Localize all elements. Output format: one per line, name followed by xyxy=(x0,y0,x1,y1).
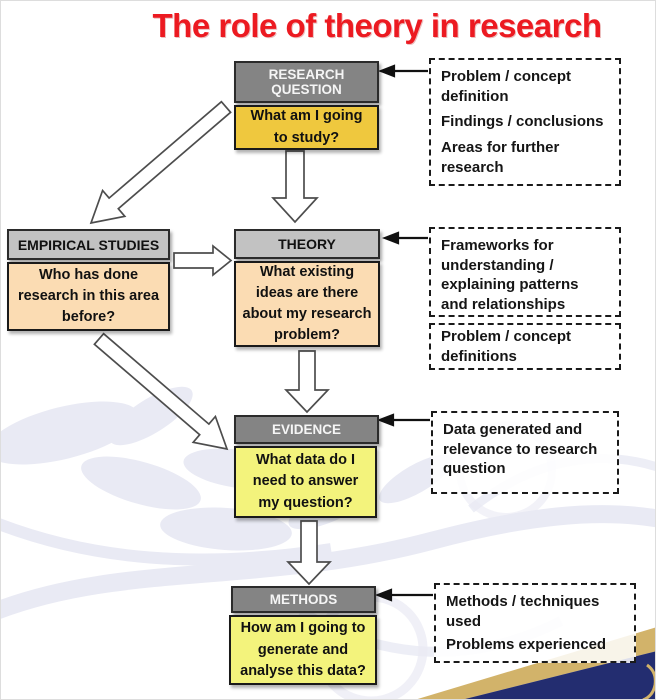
note-item: Findings / conclusions xyxy=(441,113,604,131)
theory-header: THEORY xyxy=(234,229,380,259)
arrow-question-to-theory xyxy=(271,150,319,224)
theory-problem-note: Problem / concept definitions xyxy=(429,323,621,370)
methods-header: METHODS xyxy=(231,586,376,613)
arrow-evidence-to-methods xyxy=(286,520,332,586)
research-question-header-label: RESEARCH QUESTION xyxy=(268,67,345,97)
empirical-studies-text: Who has done research in this area befor… xyxy=(17,266,160,326)
research-question-notes: Problem / concept definition Findings / … xyxy=(429,58,621,186)
evidence-text: What data do I need to answer my questio… xyxy=(252,452,359,511)
evidence-header: EVIDENCE xyxy=(234,415,379,444)
arrow-notes-to-research-question xyxy=(377,64,428,78)
research-question-header: RESEARCH QUESTION xyxy=(234,61,379,103)
theory-frameworks-note: Frameworks for understanding / explainin… xyxy=(429,227,621,317)
arrow-notes-to-evidence xyxy=(376,413,430,427)
research-question-text: What am I going to study? xyxy=(250,108,363,146)
empirical-studies-box: Who has done research in this area befor… xyxy=(7,262,170,331)
note-item: Problem / concept definition xyxy=(441,68,572,105)
note-item: Data generated and relevance to research… xyxy=(443,421,598,477)
note-item: Areas for further research xyxy=(441,139,560,176)
arrow-empirical-to-evidence xyxy=(93,332,229,451)
methods-box: How am I going to generate and analyse t… xyxy=(229,615,377,685)
arrow-question-to-empirical xyxy=(89,100,232,225)
note-item: Problems experienced xyxy=(446,635,607,653)
empirical-studies-header-label: EMPIRICAL STUDIES xyxy=(17,236,160,253)
slide-title: The role of theory in research xyxy=(152,7,602,44)
evidence-notes: Data generated and relevance to research… xyxy=(431,411,619,494)
theory-text: What existing ideas are there about my r… xyxy=(242,263,372,344)
methods-text: How am I going to generate and analyse t… xyxy=(240,620,366,679)
corner-gold-flourish xyxy=(642,663,655,699)
arrow-notes-to-methods xyxy=(374,588,433,602)
methods-header-label: METHODS xyxy=(269,592,338,607)
methods-notes: Methods / techniques used Problems exper… xyxy=(434,583,636,663)
arrow-theory-to-evidence xyxy=(284,350,330,414)
theory-header-label: THEORY xyxy=(278,236,336,252)
research-question-box: What am I going to study? xyxy=(234,105,379,150)
arrow-notes-to-theory xyxy=(381,231,428,245)
note-item: Methods / techniques used xyxy=(446,593,600,630)
theory-box: What existing ideas are there about my r… xyxy=(234,261,380,347)
note-item: Problem / concept definitions xyxy=(441,328,572,365)
arrow-empirical-to-theory xyxy=(173,244,233,277)
empirical-studies-header: EMPIRICAL STUDIES xyxy=(7,229,170,260)
note-item: Frameworks for understanding / explainin… xyxy=(441,237,579,313)
evidence-box: What data do I need to answer my questio… xyxy=(234,446,377,518)
evidence-header-label: EVIDENCE xyxy=(271,422,342,437)
